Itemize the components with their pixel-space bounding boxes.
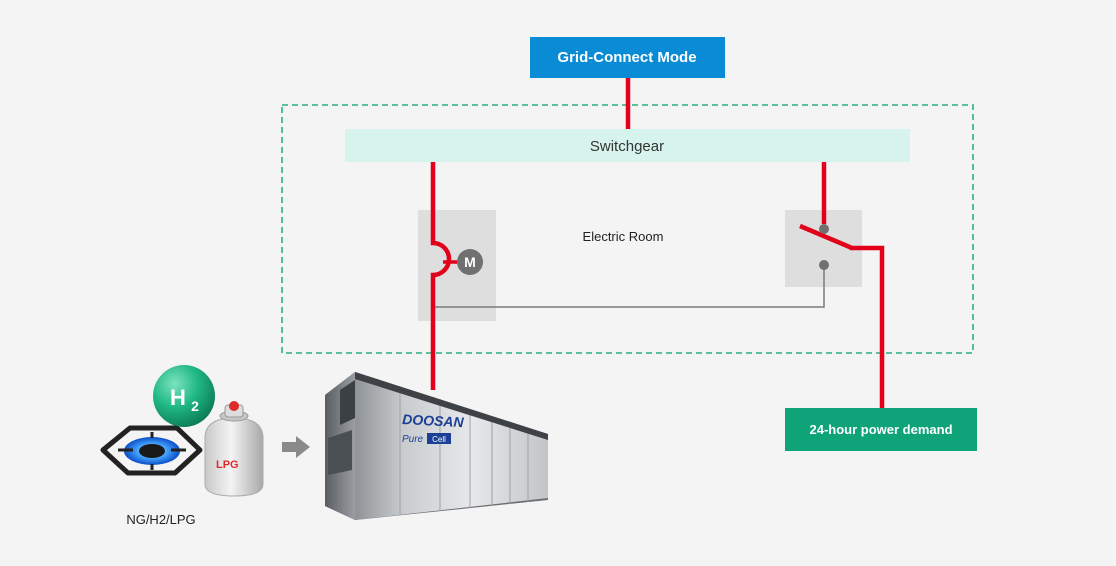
- grid-connect-mode-label: Grid-Connect Mode: [557, 49, 696, 66]
- demand-box: [785, 408, 977, 451]
- fuel-cell-product-prefix: Pure: [402, 434, 424, 445]
- grid-connect-mode-box: [530, 37, 725, 78]
- fuel-cell-brand: DOOSAN: [402, 411, 465, 430]
- fuel-cell-product-badge: [427, 433, 451, 444]
- breaker-contact-top: [819, 224, 829, 234]
- fuel-label: NG/H2/LPG: [126, 512, 195, 527]
- h2-badge-subscript: 2: [191, 398, 199, 414]
- demand-feed-line: [850, 245, 885, 408]
- fuel-cell-power-line: [430, 162, 452, 390]
- fuel-cell-unit-icon: DOOSAN Pure Cell: [325, 372, 548, 520]
- breaker-contact-bottom: [819, 260, 829, 270]
- switchgear-label: Switchgear: [590, 138, 664, 155]
- arrow-right-icon: [282, 436, 310, 458]
- switch-blade: [799, 223, 853, 251]
- control-wire: [433, 267, 825, 308]
- motor-cabinet: [418, 210, 496, 321]
- lpg-tank-icon: LPG: [204, 401, 264, 497]
- h2-badge-text: H: [170, 385, 186, 410]
- motor-label: M: [464, 254, 476, 270]
- demand-label: 24-hour power demand: [809, 422, 952, 437]
- motor-icon: [457, 249, 483, 275]
- hydrogen-icon: H 2: [153, 365, 215, 427]
- gas-stove-icon: [100, 425, 203, 476]
- fuel-cell-product-suffix: Cell: [432, 435, 446, 444]
- electric-room-label: Electric Room: [583, 229, 664, 244]
- lpg-tank-text: LPG: [216, 459, 239, 471]
- switchgear-bar: [345, 129, 910, 162]
